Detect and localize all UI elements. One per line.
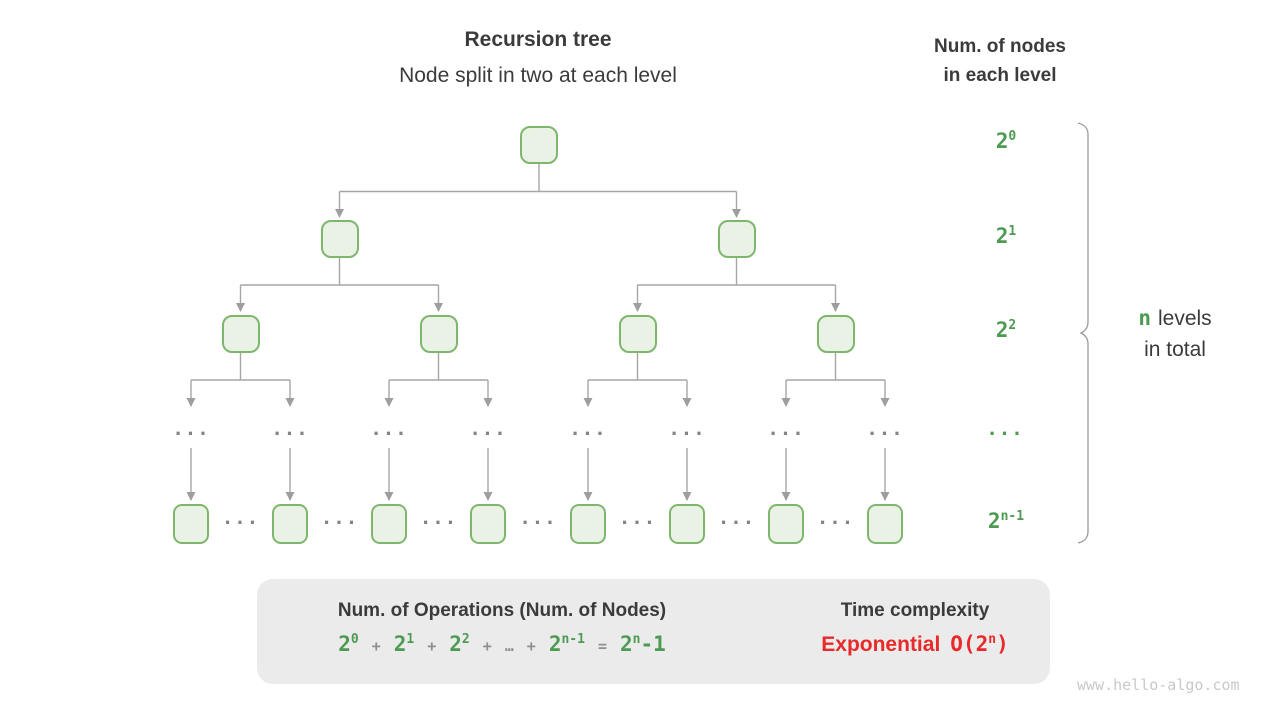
level-count-ellipsis: ... [986, 418, 1024, 440]
n-variable: n [1138, 306, 1151, 330]
ellipsis-placeholder: ... [569, 418, 607, 440]
ellipsis-placeholder: ... [271, 418, 309, 440]
level-count-2-0: 20 [995, 129, 1017, 153]
levels-brace [1077, 122, 1089, 544]
formula-plus: + [482, 637, 492, 655]
tree-node [618, 315, 657, 353]
tree-node [320, 220, 359, 258]
level-count-2-n-1: 2n-1 [987, 509, 1025, 533]
tree-branch-lines [191, 164, 885, 381]
nodes-per-level-header-line2: in each level [943, 65, 1057, 86]
formula-term-2-2: 22 [449, 632, 470, 656]
tree-node-leaf [371, 504, 407, 544]
formula-term-2-n-1: 2n-1 [548, 632, 585, 656]
operations-title: Num. of Operations (Num. of Nodes) [337, 600, 667, 621]
tree-node-leaf [669, 504, 705, 544]
tree-node [221, 315, 260, 353]
ellipsis-separator: ... [519, 507, 557, 529]
tree-node [816, 315, 855, 353]
ellipsis-placeholder: ... [767, 418, 805, 440]
tree-node-leaf [470, 504, 506, 544]
tree-node-leaf [570, 504, 606, 544]
formula-plus: + [371, 637, 381, 655]
operations-formula: 20 + 21 + 22 + … + 2n-1 = 2n-1 [277, 632, 727, 656]
formula-plus: + [427, 637, 437, 655]
formula-term-2-1: 21 [393, 632, 415, 656]
ellipsis-placeholder: ... [866, 418, 904, 440]
ellipsis-placeholder: ... [370, 418, 408, 440]
level-count-2-2: 22 [995, 318, 1017, 342]
tree-node-leaf [272, 504, 308, 544]
ellipsis-separator: ... [618, 507, 657, 529]
ellipsis-placeholder: ... [172, 418, 210, 440]
complexity-word: Exponential [821, 633, 941, 656]
nodes-per-level-header: Num. of nodes in each level [890, 32, 1110, 90]
formula-term-2-0: 20 [338, 632, 359, 656]
tree-node [419, 315, 458, 353]
watermark: www.hello-algo.com [1077, 676, 1240, 694]
diagram-title: Recursion tree [464, 28, 612, 51]
tree-node-leaf [173, 504, 209, 544]
level-count-2-1: 21 [995, 224, 1017, 248]
ellipsis-separator: ... [717, 507, 756, 529]
ellipsis-placeholder: ... [469, 418, 507, 440]
ellipsis-placeholder: ... [668, 418, 706, 440]
formula-ellipsis: … [504, 637, 514, 655]
time-complexity-title: Time complexity [840, 600, 990, 621]
summary-box [257, 579, 1050, 684]
formula-equals: = [597, 637, 607, 655]
tree-node-root [520, 126, 558, 164]
ellipsis-separator: ... [419, 507, 458, 529]
ellipsis-separator: ... [221, 507, 260, 529]
ellipsis-separator: ... [320, 507, 359, 529]
formula-plus: + [526, 637, 536, 655]
nodes-per-level-header-line1: Num. of nodes [934, 36, 1066, 57]
formula-result: 2n-1 [620, 632, 666, 656]
complexity-value: Exponential O(2n) [800, 632, 1030, 657]
tree-node [717, 220, 756, 258]
ellipsis-separator: ... [816, 507, 855, 529]
tree-node-leaf [867, 504, 903, 544]
big-o-notation: O(2n) [950, 632, 1009, 656]
diagram-subtitle: Node split in two at each level [399, 64, 677, 87]
tree-node-leaf [768, 504, 804, 544]
total-levels-line2: in total [1144, 338, 1206, 361]
